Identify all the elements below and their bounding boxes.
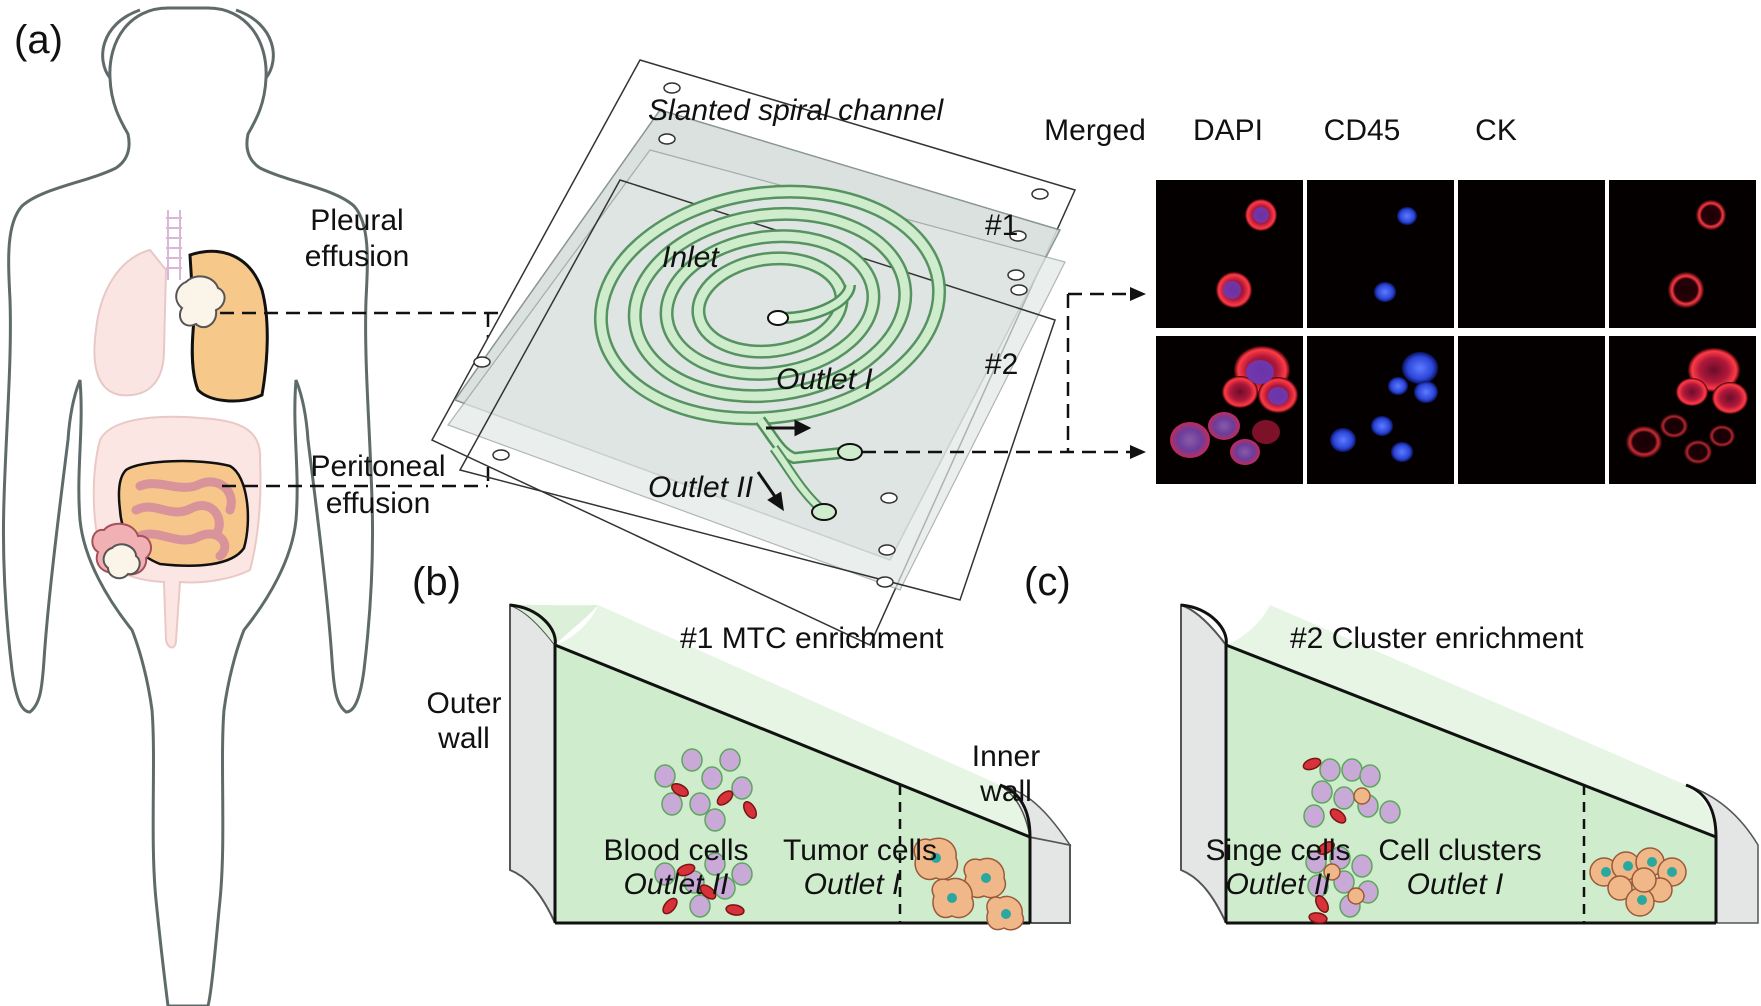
inner-wall-label-2: wall bbox=[980, 775, 1032, 808]
cell-clusters-c bbox=[1589, 847, 1687, 917]
channel-top-b bbox=[510, 604, 598, 645]
flow-arrows bbox=[756, 419, 812, 512]
channel-body-b bbox=[555, 645, 1030, 923]
panel-c-left-label: Singe cells bbox=[1205, 834, 1351, 867]
column-label-cd45: CD45 bbox=[1323, 114, 1401, 147]
pleural-label-1: Pleural bbox=[310, 204, 404, 237]
r2-dapi-nuclei bbox=[1330, 352, 1438, 462]
outlet-1-port bbox=[837, 443, 863, 461]
panel-b-right-label: Tumor cells bbox=[783, 834, 937, 867]
panel-b-left-label: Blood cells bbox=[603, 834, 749, 867]
r1-dapi-nucleus-1 bbox=[1397, 207, 1417, 225]
arrowhead-row2 bbox=[1130, 445, 1146, 459]
r1-ck-cell-2 bbox=[1668, 272, 1704, 308]
inlet-port bbox=[767, 310, 789, 326]
panel-label-a: (a) bbox=[14, 18, 63, 62]
spiral-device bbox=[430, 59, 1077, 647]
column-label-dapi: DAPI bbox=[1192, 114, 1264, 147]
panel-label-c: (c) bbox=[1024, 560, 1071, 604]
panel-c-right-outlet: Outlet I bbox=[1406, 868, 1504, 901]
outlet-2-port bbox=[811, 503, 837, 521]
outlet-channels bbox=[755, 416, 851, 514]
lung-tumor bbox=[175, 275, 226, 329]
panel-b-right-outlet: Outlet I bbox=[803, 868, 901, 901]
column-label-ck: CK bbox=[1475, 114, 1517, 147]
right-lung bbox=[93, 248, 168, 397]
device-title: Slanted spiral channel bbox=[648, 94, 944, 127]
peritoneal-label-1: Peritoneal bbox=[310, 450, 446, 483]
outlet-2-label: Outlet II bbox=[648, 471, 754, 504]
r2-ck-cells bbox=[1626, 348, 1748, 464]
peritoneal-tumor bbox=[102, 543, 141, 580]
single-cells-c bbox=[1302, 757, 1401, 924]
panel-c-right-label: Cell clusters bbox=[1378, 834, 1542, 867]
arrowhead-row1 bbox=[1130, 287, 1146, 301]
img-r1-cd45 bbox=[1458, 180, 1605, 328]
inlet-label: Inlet bbox=[662, 241, 719, 274]
panel-label-b: (b) bbox=[412, 560, 461, 604]
peritoneal-label-2: effusion bbox=[325, 487, 431, 520]
cross-section-c bbox=[1180, 603, 1759, 925]
spiral-channel bbox=[593, 184, 947, 426]
panel-b-left-outlet: Outlet II bbox=[623, 868, 729, 901]
glass-bottom-slide bbox=[458, 179, 1056, 601]
outer-wall-label-2: wall bbox=[438, 722, 490, 755]
inner-wall-label-1: Inner bbox=[971, 740, 1041, 773]
img-r1-dapi bbox=[1307, 180, 1454, 328]
cross-section-b bbox=[509, 603, 1072, 931]
trachea bbox=[166, 210, 182, 280]
outer-wall-label-1: Outer bbox=[426, 687, 502, 720]
pleural-label-2: effusion bbox=[304, 240, 410, 273]
panel-c-title: #2 Cluster enrichment bbox=[1290, 622, 1584, 655]
panel-c-left-outlet: Outlet II bbox=[1225, 868, 1331, 901]
device-holes bbox=[473, 82, 1049, 588]
r1-dapi-nucleus-2 bbox=[1374, 282, 1396, 302]
row-label-2: #2 bbox=[985, 348, 1019, 381]
img-r2-cd45 bbox=[1458, 336, 1605, 484]
column-label-merged: Merged bbox=[1044, 114, 1146, 147]
blood-cells-b bbox=[654, 748, 757, 918]
panel-b-title: #1 MTC enrichment bbox=[680, 622, 944, 655]
outer-wall-b bbox=[509, 603, 556, 924]
human-body bbox=[1, 6, 375, 1006]
outlet-1-label: Outlet I bbox=[776, 363, 873, 396]
inner-wall-b bbox=[1029, 835, 1071, 924]
outer-wall-c bbox=[1180, 603, 1227, 924]
intestine-loops bbox=[131, 477, 236, 561]
r2-merged-cells bbox=[1170, 346, 1298, 465]
r1-ck-cell-1 bbox=[1696, 200, 1726, 230]
hair-outline bbox=[101, 8, 275, 79]
outlet-connectors bbox=[862, 292, 1130, 454]
row-label-1: #1 bbox=[985, 209, 1019, 242]
micrograph-grid bbox=[1156, 180, 1756, 484]
